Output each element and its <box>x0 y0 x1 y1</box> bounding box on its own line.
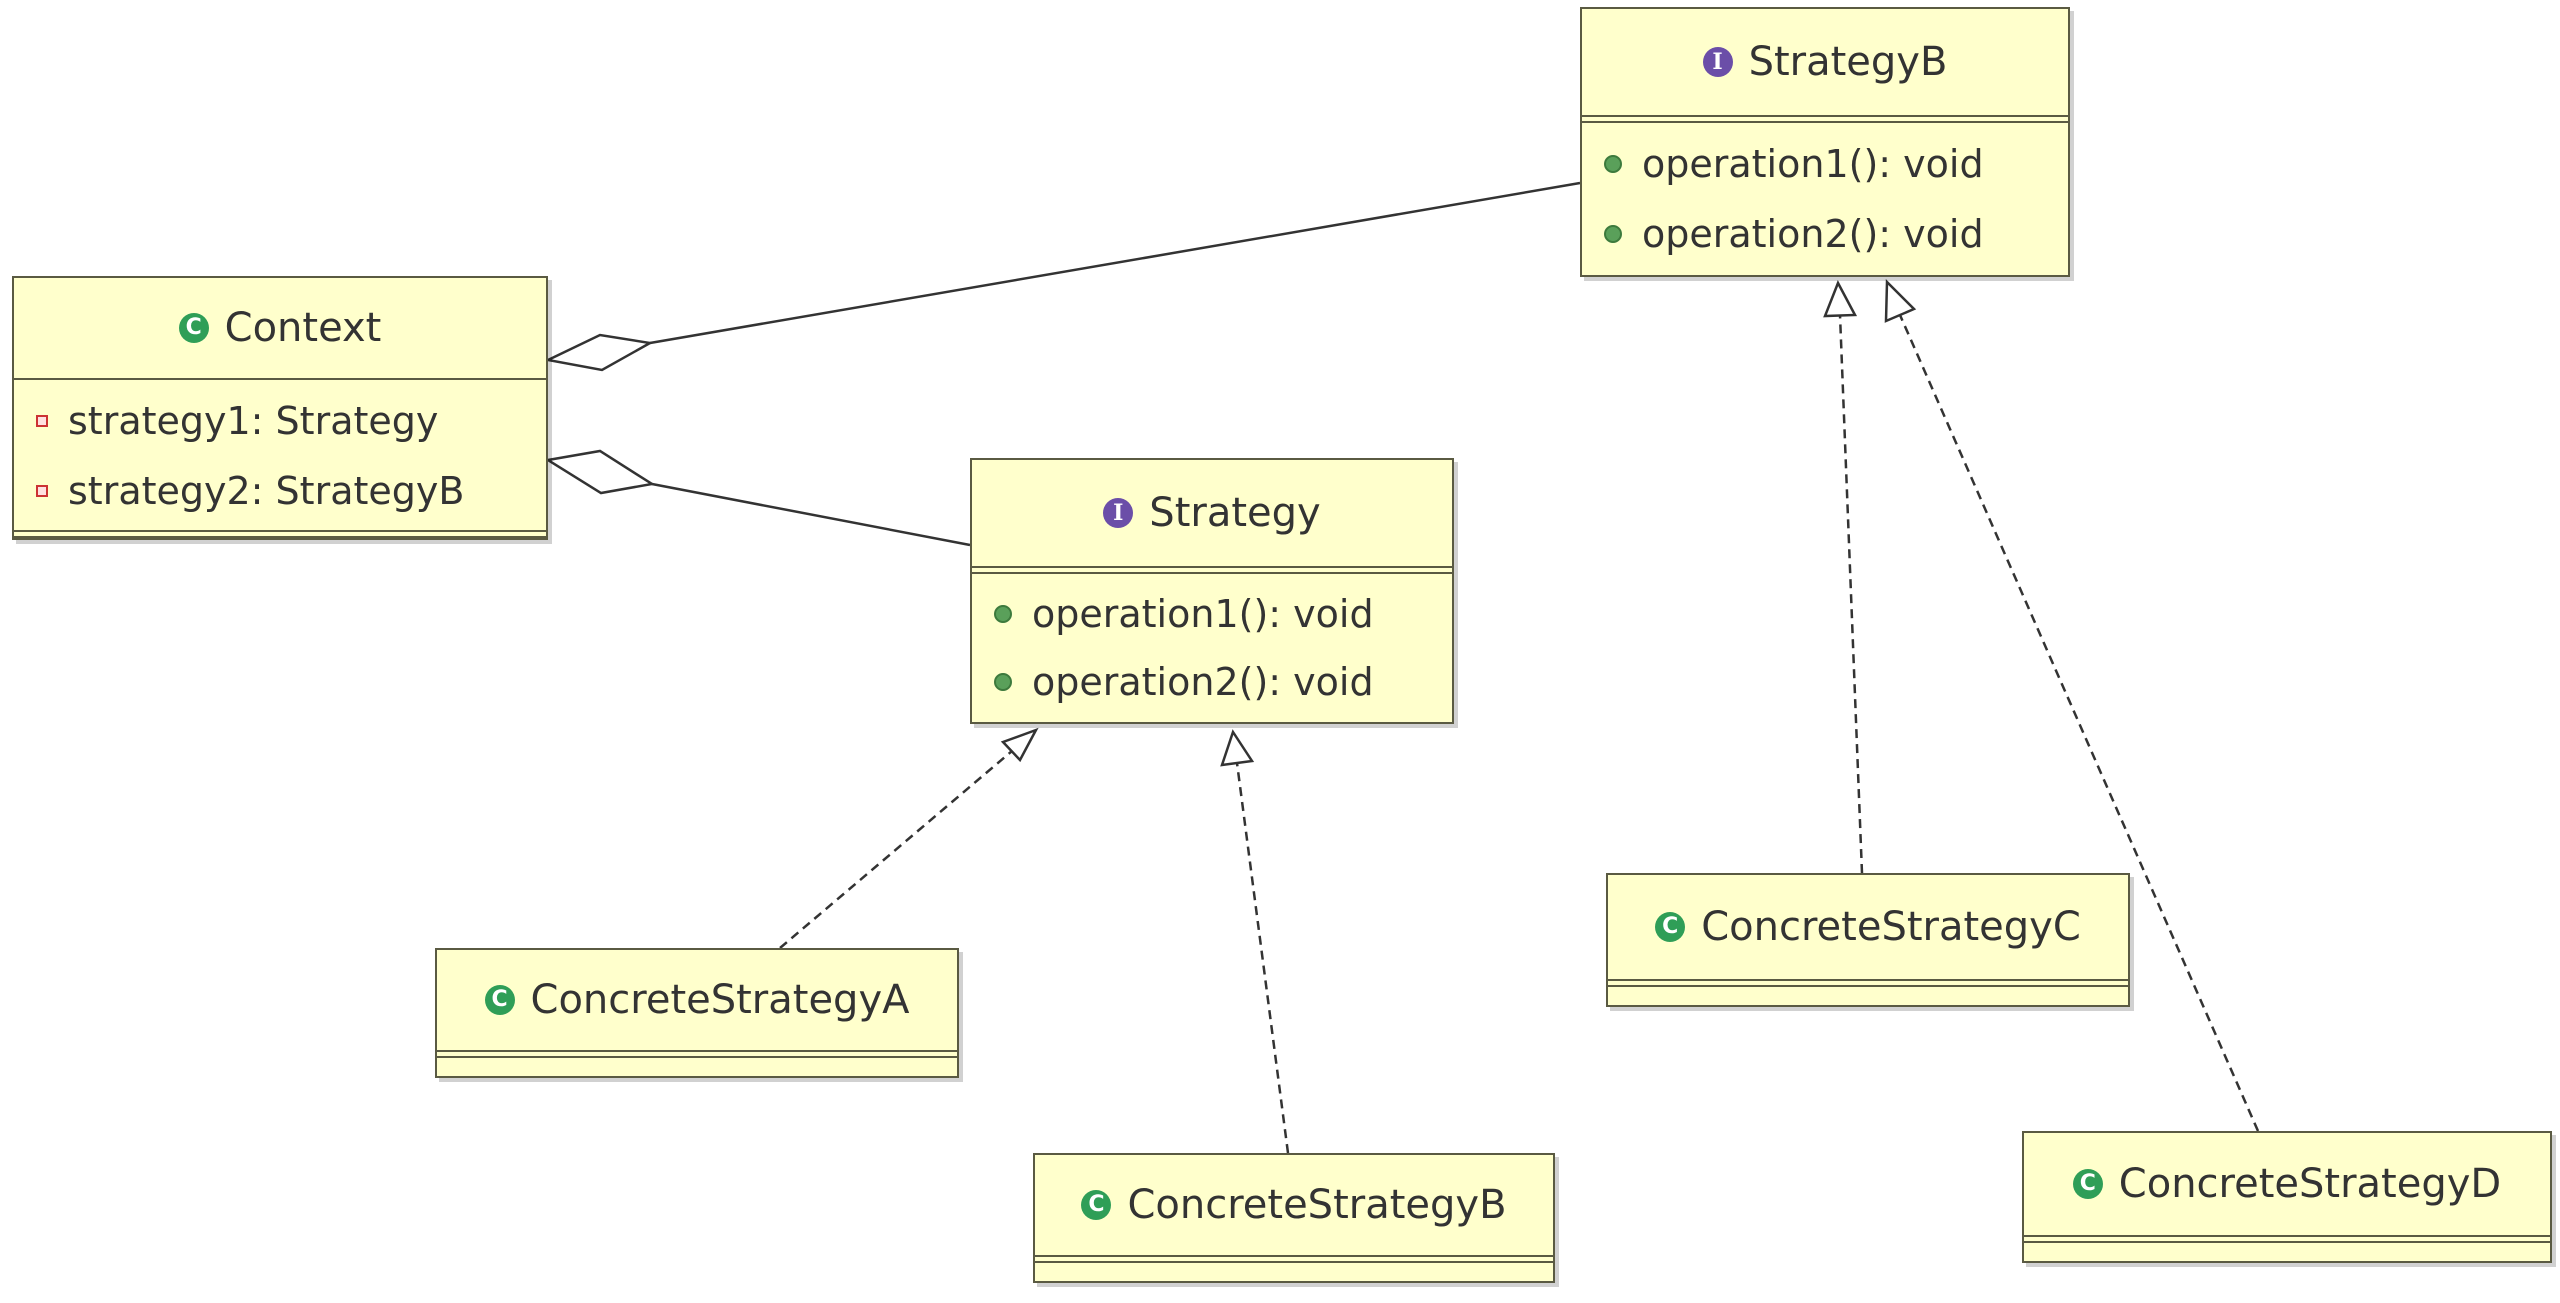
realization-arrowhead-concretea <box>1000 727 1039 763</box>
class-header: C ConcreteStrategyC <box>1608 875 2128 979</box>
divider <box>2024 1235 2550 1243</box>
interface-strategy-header: I Strategy <box>972 460 1452 566</box>
field-row: strategy2: StrategyB <box>14 456 546 526</box>
divider <box>1608 979 2128 987</box>
method-row: operation2(): void <box>972 648 1452 716</box>
field-row: strategy1: Strategy <box>14 386 546 456</box>
realization-line-concreteb-strategy <box>1235 762 1290 1154</box>
private-field-icon <box>36 415 48 427</box>
divider <box>1582 115 2068 123</box>
class-concrete-strategy-a[interactable]: C ConcreteStrategyA <box>435 948 959 1078</box>
realization-line-concreted-strategyb <box>1898 314 2260 1132</box>
public-method-icon <box>1604 155 1622 173</box>
class-name: Context <box>224 305 382 351</box>
class-concrete-strategy-b[interactable]: C ConcreteStrategyB <box>1033 1153 1555 1283</box>
class-context-header: C Context <box>14 278 546 378</box>
method-text: operation1(): void <box>1642 142 1984 186</box>
private-field-icon <box>36 485 48 497</box>
class-header: C ConcreteStrategyB <box>1035 1155 1553 1255</box>
class-concrete-strategy-d[interactable]: C ConcreteStrategyD <box>2022 1131 2552 1263</box>
class-name: ConcreteStrategyD <box>2118 1161 2502 1207</box>
interface-name: StrategyB <box>1748 39 1948 85</box>
interface-icon: I <box>1702 47 1733 77</box>
class-name: ConcreteStrategyA <box>530 977 910 1023</box>
realization-arrowhead-concretec <box>1823 280 1858 318</box>
method-row: operation2(): void <box>1582 199 2068 269</box>
class-icon: C <box>484 985 515 1015</box>
class-name: ConcreteStrategyB <box>1127 1182 1507 1228</box>
class-icon: C <box>1655 912 1686 942</box>
class-icon: C <box>2072 1169 2103 1199</box>
realization-arrowhead-concreted <box>1884 279 1917 323</box>
aggregation-line-context-strategyb <box>649 181 1581 345</box>
realization-line-concretec-strategyb <box>1838 314 1864 874</box>
class-header: C ConcreteStrategyA <box>437 950 957 1050</box>
class-icon: C <box>1081 1190 1112 1220</box>
divider <box>14 378 546 380</box>
class-concrete-strategy-c[interactable]: C ConcreteStrategyC <box>1606 873 2130 1007</box>
method-row: operation1(): void <box>972 580 1452 648</box>
divider <box>437 1050 957 1058</box>
method-text: operation2(): void <box>1642 212 1984 256</box>
divider <box>972 566 1452 574</box>
aggregation-diamond-context-strategyb <box>544 333 654 372</box>
public-method-icon <box>994 605 1012 623</box>
divider <box>14 530 546 538</box>
interface-icon: I <box>1103 498 1134 528</box>
method-row: operation1(): void <box>1582 129 2068 199</box>
interface-strategyb[interactable]: I StrategyB operation1(): void operation… <box>1580 7 2070 277</box>
method-text: operation1(): void <box>1032 592 1374 636</box>
public-method-icon <box>994 673 1012 691</box>
interface-strategyb-header: I StrategyB <box>1582 9 2068 115</box>
field-text: strategy2: StrategyB <box>68 469 465 513</box>
public-method-icon <box>1604 225 1622 243</box>
field-text: strategy1: Strategy <box>68 399 439 443</box>
class-header: C ConcreteStrategyD <box>2024 1133 2550 1235</box>
realization-arrowhead-concreteb <box>1220 729 1255 767</box>
aggregation-diamond-context-strategy <box>544 449 656 495</box>
method-text: operation2(): void <box>1032 660 1374 704</box>
class-name: ConcreteStrategyC <box>1701 904 2081 950</box>
interface-strategy[interactable]: I Strategy operation1(): void operation2… <box>970 458 1454 724</box>
class-context[interactable]: C Context strategy1: Strategy strategy2:… <box>12 276 548 540</box>
divider <box>1035 1255 1553 1263</box>
class-icon: C <box>178 313 209 343</box>
realization-line-concretea-strategy <box>779 750 1013 949</box>
aggregation-line-context-strategy <box>651 482 971 547</box>
interface-name: Strategy <box>1149 490 1321 536</box>
